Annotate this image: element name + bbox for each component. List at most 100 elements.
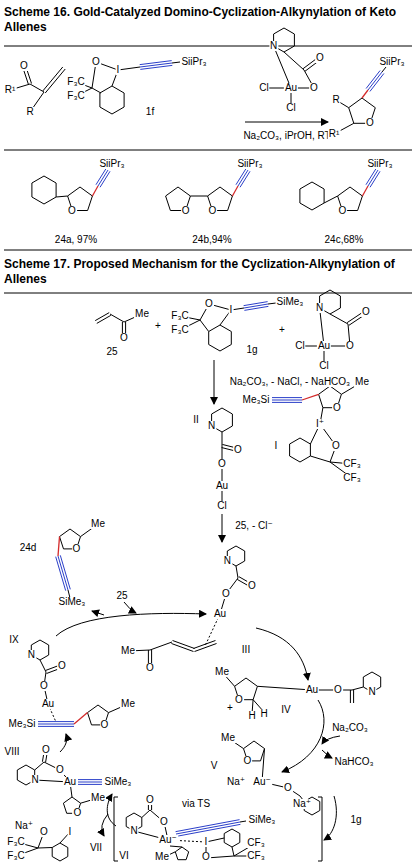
bond-line (176, 820, 240, 832)
bond-line (310, 456, 330, 462)
atom-label: O (100, 720, 110, 730)
atom-label: + (226, 703, 234, 713)
atom-label: N (129, 826, 138, 836)
atom-label: Na₂CO₃ (331, 723, 369, 733)
atom-label: + (154, 321, 162, 331)
atom-label: Au (317, 341, 331, 351)
atom-label: O (247, 581, 257, 591)
atom-label: O (39, 827, 49, 837)
atom-label: SiiPr₃ (98, 159, 125, 169)
bond-line (43, 79, 53, 91)
atom-label: R¹ (328, 129, 341, 139)
bond-line (368, 170, 378, 186)
bond-line (56, 557, 66, 591)
bond-line (257, 686, 312, 690)
atom-label: O (338, 206, 348, 216)
bond-line (240, 821, 246, 822)
atom-label: O (41, 745, 51, 755)
atom-label: I (68, 827, 73, 837)
atom-label: 25 (105, 347, 118, 357)
atom-label: N (315, 303, 324, 313)
atom-label: 24b,94% (191, 235, 232, 245)
atom-label: N (223, 556, 232, 566)
atom-label: Au⁻ (158, 835, 178, 845)
bond-line (272, 402, 302, 403)
atom-label: Cl (258, 83, 269, 93)
atom-label: Me (90, 793, 106, 803)
bond-line (60, 555, 70, 589)
atom-label: Na⁺ (14, 821, 34, 831)
bond-line (240, 171, 250, 187)
atom-label: SiMe₃ (104, 777, 133, 787)
atom-label: Au⁻ (252, 777, 272, 787)
bond-line (176, 824, 240, 836)
bond-line (170, 846, 182, 847)
bond-line (38, 721, 74, 722)
bond-line (45, 81, 55, 93)
atom-label: Cl (294, 341, 305, 351)
atom-label: R (25, 107, 34, 117)
atom-label: II (192, 415, 200, 425)
bond-line (274, 46, 291, 88)
bond-line (272, 397, 302, 398)
atom-label: O (67, 206, 77, 216)
bond-line (284, 52, 304, 70)
bond-line (244, 302, 268, 306)
reaction-arrow (107, 794, 116, 826)
bond-line (78, 784, 102, 785)
atom-label: O (221, 589, 231, 599)
bond-line (362, 186, 368, 196)
reaction-arrow (322, 750, 332, 758)
atom-label: Au (41, 699, 55, 709)
reaction-arrow (324, 796, 336, 840)
atom-label: O (345, 341, 355, 351)
atom-label: via TS (181, 799, 211, 809)
atom-label: 25, - Cl⁻ (234, 521, 274, 531)
atom-label: O (361, 307, 371, 317)
atom-label: 24d (19, 543, 38, 553)
atom-label: Me (354, 377, 370, 387)
bond-line (190, 196, 207, 197)
bond-line (370, 73, 384, 91)
atom-label: O (72, 544, 82, 554)
atom-label: SiiPr₃ (180, 57, 207, 67)
reaction-arrow (214, 360, 215, 404)
atom-label: Cl (216, 501, 227, 511)
atom-label: 25 (115, 591, 128, 601)
atom-label: IX (8, 635, 19, 645)
bond-line (366, 71, 380, 89)
atom-label: O (283, 783, 293, 793)
bond-line (4, 293, 412, 294)
atom-label: VI (118, 851, 129, 861)
atom-label: F₃C (6, 837, 25, 847)
ring-outline (300, 182, 324, 210)
bond-line (55, 69, 65, 81)
atom-label: VII (89, 843, 103, 853)
reaction-arrow (124, 602, 136, 613)
bond-line (96, 169, 106, 185)
bond-line (38, 726, 74, 727)
atom-label: V (210, 761, 219, 771)
atom-label: O (315, 53, 325, 63)
scheme-title: Scheme 17. Proposed Mechanism for the Cy… (4, 257, 410, 287)
atom-label: I (116, 65, 121, 75)
bond-line (35, 762, 44, 770)
atom-label: F₃C (170, 311, 189, 321)
atom-label: Na⁺ (292, 799, 312, 809)
ring-outline (32, 176, 56, 204)
atom-label: F₃C (66, 91, 85, 101)
atom-label: O (309, 83, 319, 93)
atom-label: Na₂CO₃, iPrOH, RT (242, 131, 331, 141)
atom-label: O (208, 206, 218, 216)
atom-label: Au (213, 609, 227, 619)
bond-line (92, 186, 98, 196)
atom-label: N (269, 41, 278, 51)
bond-line (171, 644, 193, 652)
atom-label: O (331, 441, 341, 451)
bond-line (324, 196, 338, 203)
atom-label: SiMe₃ (58, 597, 87, 607)
bond-line (206, 838, 224, 842)
atom-label: Me (120, 646, 136, 656)
atom-label: H (247, 711, 256, 721)
bond-line (272, 400, 302, 401)
